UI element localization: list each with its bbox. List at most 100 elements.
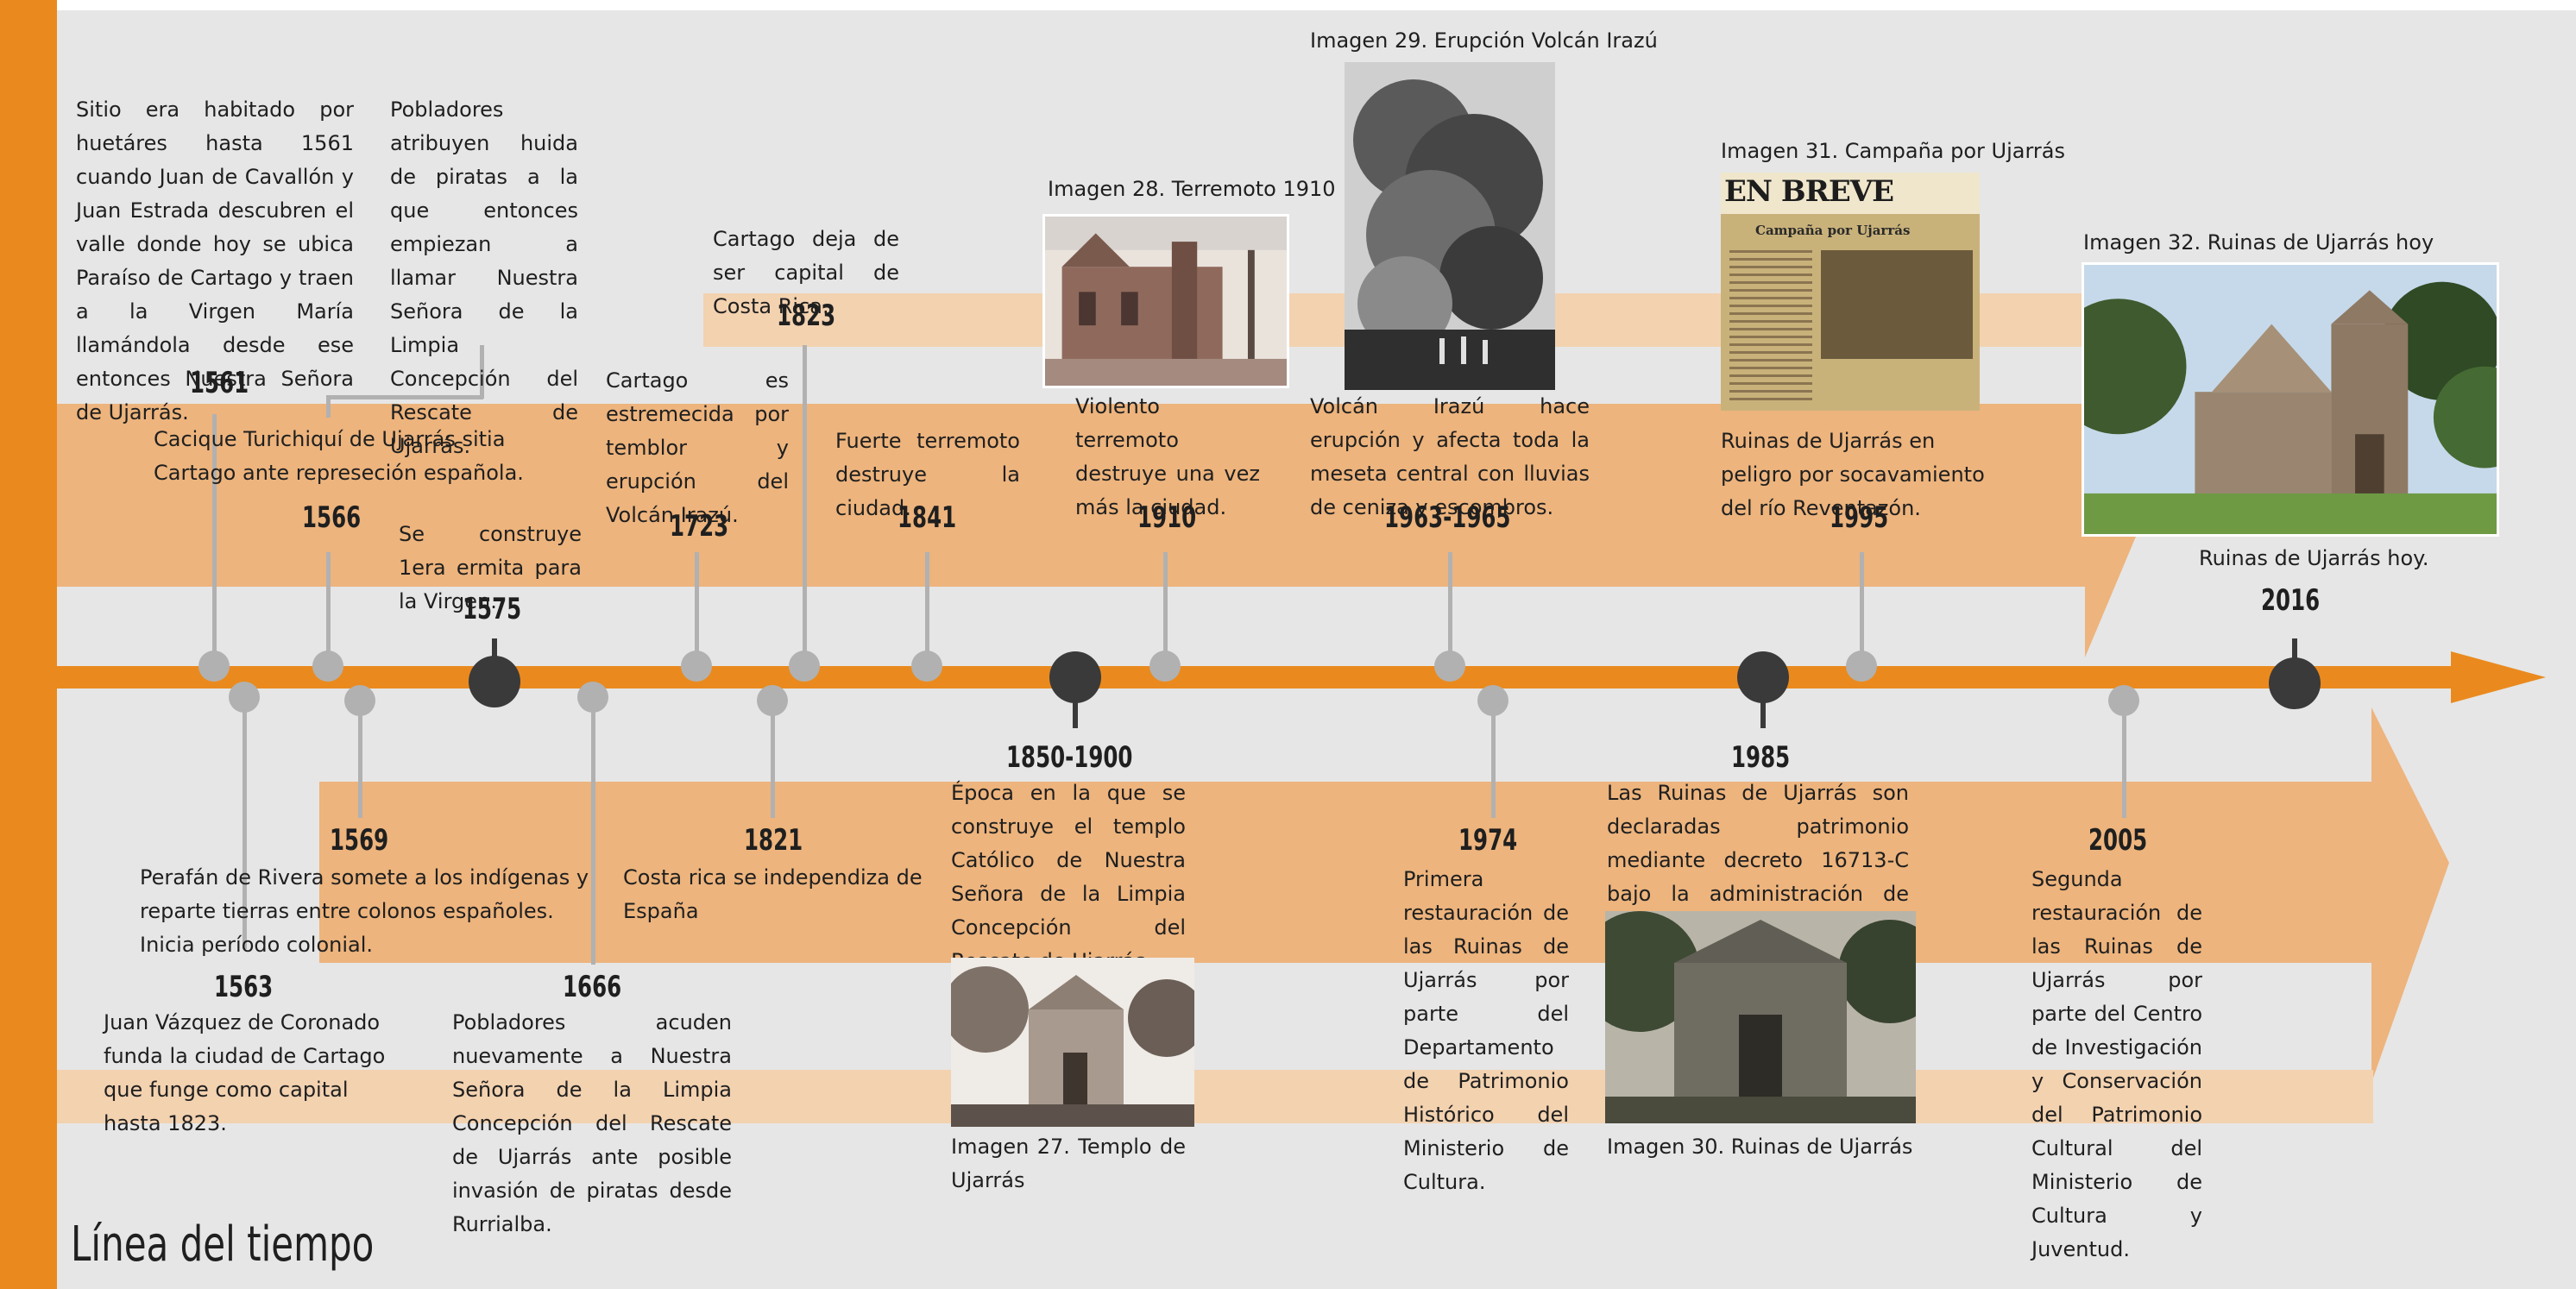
marker-1566: [312, 651, 343, 682]
marker-2016: [2269, 657, 2321, 709]
event-1963-text: Volcán Irazú hace erupción y afecta toda…: [1310, 394, 1590, 519]
marker-1569: [344, 685, 375, 716]
stem-2016: [2292, 638, 2297, 666]
event-1823-year: 1823: [777, 299, 836, 333]
marker-1575: [469, 656, 520, 707]
image-27-photo: [951, 958, 1194, 1127]
image-32-caption: Imagen 32. Ruinas de Ujarrás hoy: [2083, 230, 2434, 255]
event-1910-text: Violento terremoto destruye una vez más …: [1075, 394, 1260, 519]
event-1569-text: Perafán de Rivera somete a los indígenas…: [140, 865, 589, 957]
stem-1841: [925, 552, 929, 666]
event-2016-year: 2016: [2261, 583, 2321, 618]
event-1561-text: Sitio era habitado por huetáres hasta 15…: [76, 97, 354, 424]
event-1566-year: 1566: [302, 500, 362, 535]
image-30-photo: [1605, 911, 1916, 1123]
stem-pobladores-v1: [326, 397, 331, 418]
image-29-photo: [1345, 62, 1555, 390]
band-lower-arrow: [2371, 707, 2449, 1083]
newspaper-photo: [1821, 250, 1973, 359]
marker-2005: [2108, 685, 2139, 716]
event-2005-year: 2005: [2088, 823, 2148, 858]
image-32-photo: [2082, 262, 2499, 537]
stem-1821: [771, 689, 775, 818]
event-1563-text: Juan Vázquez de Coronado funda la ciudad…: [104, 1010, 386, 1135]
marker-1563: [229, 682, 260, 713]
stem-pobladores-h: [326, 395, 483, 399]
stem-1974: [1491, 689, 1496, 818]
event-1723-text: Cartago es estremecida por temblor y eru…: [606, 368, 789, 527]
band-lower-light: [57, 1070, 2373, 1123]
event-1569-year: 1569: [330, 823, 389, 858]
stem-2005: [2122, 689, 2126, 818]
photo-32-ruins: [2084, 265, 2497, 534]
stem-1723: [695, 552, 699, 666]
newspaper-headline: EN BREVE: [1724, 174, 1894, 209]
marker-1974: [1477, 685, 1508, 716]
marker-1841: [911, 651, 942, 682]
image-28-caption: Imagen 28. Terremoto 1910: [1048, 177, 1336, 201]
stem-1566: [326, 552, 331, 666]
image-31-caption: Imagen 31. Campaña por Ujarrás: [1721, 139, 2066, 163]
marker-1666: [577, 682, 608, 713]
image-28-photo: [1042, 214, 1289, 388]
image-30-caption: Imagen 30. Ruinas de Ujarrás: [1607, 1135, 1913, 1159]
band-upper-mid: [57, 404, 2076, 587]
event-1666-year: 1666: [563, 970, 622, 1004]
event-1723-year: 1723: [670, 509, 729, 544]
event-1841-text: Fuerte terremoto destruye la ciudad.: [835, 429, 1020, 520]
photo-28-earthquake: [1045, 217, 1287, 386]
marker-1850: [1049, 651, 1101, 703]
page-title: Línea del tiempo: [71, 1217, 375, 1273]
event-1575-year: 1575: [463, 592, 522, 626]
timeline-arrowhead: [2451, 651, 2546, 703]
photo-29-volcano: [1345, 62, 1555, 390]
stem-1823: [803, 345, 807, 666]
event-1985-year: 1985: [1731, 740, 1791, 775]
event-1910-year: 1910: [1137, 500, 1197, 535]
stem-1850: [1073, 689, 1078, 728]
marker-1995: [1846, 651, 1877, 682]
band-lower-mid: [319, 782, 2373, 963]
event-1974-year: 1974: [1458, 823, 1518, 858]
stem-1569: [358, 689, 362, 818]
image-31-photo: EN BREVE Campaña por Ujarrás: [1721, 173, 1980, 411]
marker-1723: [681, 651, 712, 682]
marker-1821: [757, 685, 788, 716]
stem-1666: [591, 689, 595, 965]
event-1995-year: 1995: [1830, 500, 1889, 535]
event-1974-text: Primera restauración de las Ruinas de Uj…: [1403, 867, 1569, 1194]
event-1666-text: Pobladores acuden nuevamente a Nuestra S…: [452, 1010, 732, 1236]
event-1841-year: 1841: [898, 500, 957, 535]
stem-1575: [492, 638, 497, 666]
stem-1910: [1163, 552, 1168, 666]
photo-30-ruins: [1605, 911, 1916, 1123]
stem-1985: [1760, 689, 1766, 728]
stem-1963: [1448, 552, 1452, 666]
event-2016-text: Ruinas de Ujarrás hoy.: [2199, 546, 2429, 570]
image-29-caption: Imagen 29. Erupción Volcán Irazú: [1310, 28, 1658, 53]
event-1850-year: 1850-1900: [1006, 740, 1133, 775]
marker-1910: [1149, 651, 1181, 682]
timeline-axis: [57, 666, 2456, 689]
stem-pobladores-v2: [480, 345, 484, 399]
marker-1963: [1434, 651, 1465, 682]
newspaper-masthead: EN BREVE: [1721, 173, 1980, 214]
stem-1995: [1860, 552, 1864, 666]
event-1995-text: Ruinas de Ujarrás en peligro por socavam…: [1721, 429, 1985, 520]
photo-27-sketch: [951, 958, 1194, 1127]
event-1821-text: Costa rica se independiza de España: [623, 865, 923, 923]
event-1561-year: 1561: [190, 366, 249, 400]
event-1821-year: 1821: [744, 823, 803, 858]
event-2005-text: Segunda restauración de las Ruinas de Uj…: [2031, 867, 2202, 1261]
left-accent-bar: [0, 0, 57, 1289]
stem-1563: [242, 689, 247, 949]
marker-1985: [1737, 651, 1789, 703]
event-1850-text: Época en la que se construye el templo C…: [951, 781, 1186, 973]
event-pobladores-text: Pobladores atribuyen huida de piratas a …: [390, 97, 578, 458]
newspaper-column: [1729, 250, 1812, 402]
event-1566-text: Cacique Turichiquí de Ujarrás sitia Cart…: [154, 427, 524, 485]
event-1823-text: Cartago deja de ser capital de Costa Ric…: [713, 227, 899, 318]
marker-1823: [789, 651, 820, 682]
event-1563-year: 1563: [214, 970, 274, 1004]
